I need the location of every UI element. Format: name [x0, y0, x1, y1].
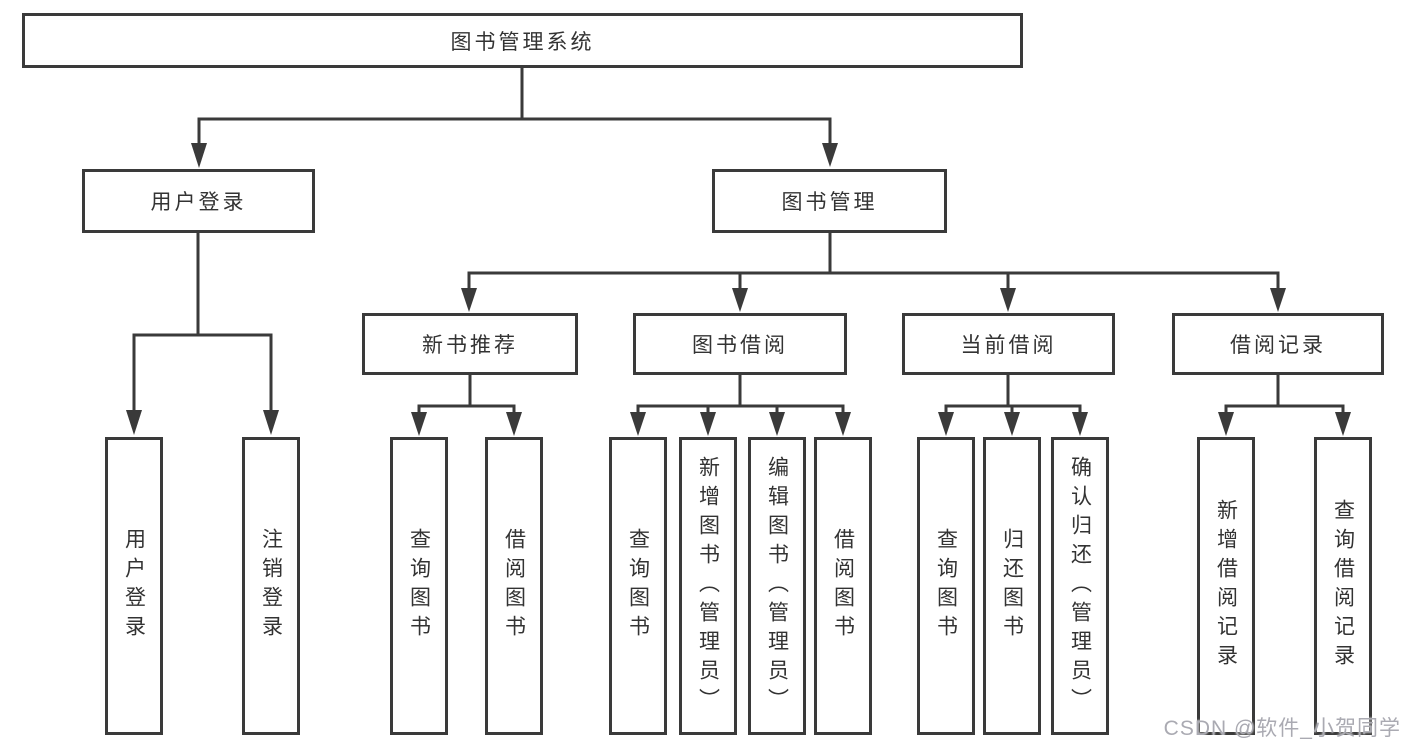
leaf-label: 查询图书: [934, 528, 958, 644]
node-book-management-branch: 图书管理: [712, 169, 947, 233]
watermark: CSDN @软件_小贺同学: [1163, 717, 1401, 740]
leaf-borrow-books-2: 借阅图书: [814, 437, 872, 735]
leaf-confirm-return-admin: 确认归还（管理员）: [1051, 437, 1109, 735]
arrowhead-icons: [126, 143, 1351, 436]
node-label: 新书推荐: [422, 334, 518, 357]
node-label: 借阅记录: [1230, 334, 1326, 357]
leaf-label: 借阅图书: [502, 528, 526, 644]
leaf-label: 用户登录: [122, 528, 146, 644]
leaf-query-books-3: 查询图书: [917, 437, 975, 735]
node-borrow-record: 借阅记录: [1172, 313, 1384, 375]
node-new-book-recommend: 新书推荐: [362, 313, 578, 375]
leaf-query-books-2: 查询图书: [609, 437, 667, 735]
leaf-query-borrow-record: 查询借阅记录: [1314, 437, 1372, 735]
leaf-return-book: 归还图书: [983, 437, 1041, 735]
leaf-label: 查询图书: [626, 528, 650, 644]
leaf-label: 编辑图书（管理员）: [765, 455, 789, 717]
leaf-edit-book-admin: 编辑图书（管理员）: [748, 437, 806, 735]
node-book-borrow: 图书借阅: [633, 313, 847, 375]
leaf-user-login: 用户登录: [105, 437, 163, 735]
node-user-login-branch: 用户登录: [82, 169, 315, 233]
leaf-add-borrow-record: 新增借阅记录: [1197, 437, 1255, 735]
leaf-label: 注销登录: [259, 528, 283, 644]
leaf-label: 查询借阅记录: [1331, 499, 1355, 673]
node-current-borrow: 当前借阅: [902, 313, 1115, 375]
leaf-label: 确认归还（管理员）: [1068, 455, 1092, 717]
node-root-system: 图书管理系统: [22, 13, 1023, 68]
leaf-label: 归还图书: [1000, 528, 1024, 644]
leaf-label: 新增图书（管理员）: [696, 455, 720, 717]
node-label: 图书管理: [781, 191, 878, 214]
leaf-add-book-admin: 新增图书（管理员）: [679, 437, 737, 735]
leaf-label: 借阅图书: [831, 528, 855, 644]
node-label: 图书借阅: [692, 334, 788, 357]
leaf-label: 新增借阅记录: [1214, 499, 1238, 673]
node-label: 当前借阅: [960, 334, 1057, 357]
leaf-logout: 注销登录: [242, 437, 300, 735]
node-root-label: 图书管理系统: [450, 30, 595, 54]
leaf-query-books-1: 查询图书: [390, 437, 448, 735]
leaf-label: 查询图书: [407, 528, 431, 644]
leaf-borrow-books-1: 借阅图书: [485, 437, 543, 735]
node-label: 用户登录: [150, 191, 247, 214]
